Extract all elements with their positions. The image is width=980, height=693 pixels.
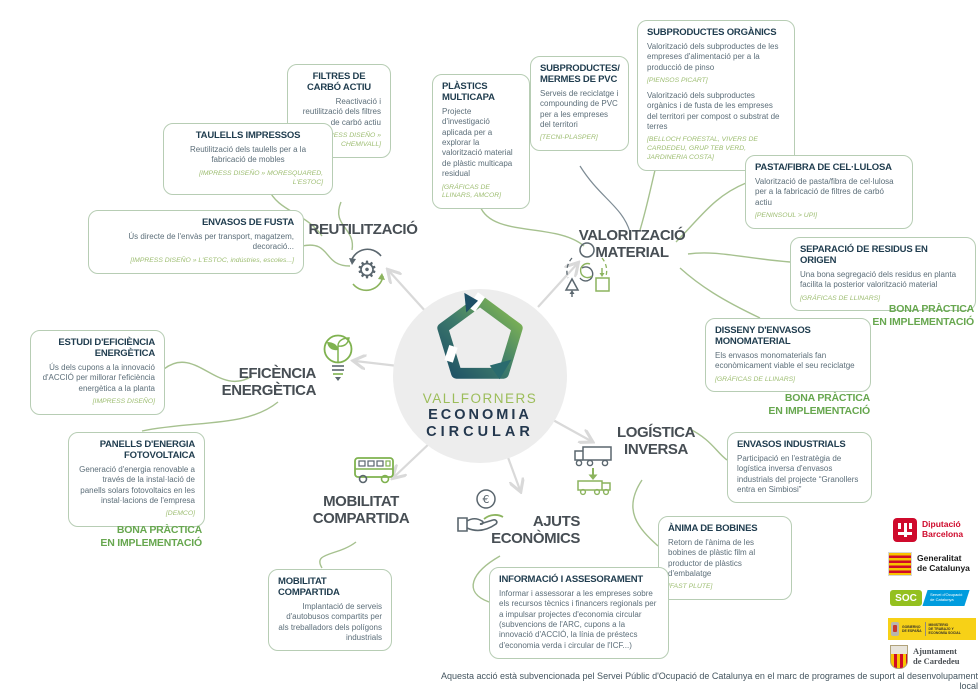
- diputacio-barcelona-logo: Diputació Barcelona: [893, 518, 963, 542]
- gobierno-espana-logo: GOBIERNO DE ESPAÑA MINISTERIO DE TRABAJO…: [888, 618, 976, 640]
- spain-coat-of-arms-icon: [891, 622, 899, 636]
- bus-icon: [352, 452, 396, 495]
- branch-reutilitzacio: REUTILITZACIÓ: [308, 221, 418, 238]
- branch-eficiencia: EFICÈNCIA ENERGÈTICA: [221, 365, 317, 399]
- branch-valoritzacio: VALORITZACIÓ MATERIAL: [578, 227, 686, 261]
- pentagon-arrows-logo: [437, 292, 523, 380]
- hand-euro-coin-icon: €: [450, 488, 510, 545]
- slate-connector: [579, 165, 631, 233]
- info-box-taulells: TAULELLS IMPRESSOS Reutilització dels ta…: [163, 123, 333, 196]
- soc-band: Servei d'Ocupació de Catalunya: [922, 590, 970, 606]
- trucks-return-icon: [568, 443, 622, 502]
- funding-footer-text: Aquesta acció està subvencionada pel Ser…: [440, 671, 978, 691]
- branch-logistica: LOGÍSTICA INVERSA: [616, 424, 696, 458]
- info-box-envasos-industrials: ENVASOS INDUSTRIALS Participació en l'es…: [727, 432, 872, 504]
- info-box-envasos-fusta: ENVASOS DE FUSTA Ús directe de l'envàs p…: [88, 210, 304, 274]
- info-box-panells-fotovoltaica: PANELLS D'ENERGIA FOTOVOLTAICA Generació…: [68, 432, 205, 528]
- diputacio-mark-icon: [893, 518, 917, 542]
- cardedeu-shield-icon: [890, 645, 908, 669]
- badge-bona-practica-disseny: BONA PRÀCTICA EN IMPLEMENTACIÓ: [768, 392, 870, 417]
- soc-logo: SOC Servei d'Ocupació de Catalunya: [890, 590, 970, 606]
- badge-bona-practica-panells: BONA PRÀCTICA EN IMPLEMENTACIÓ: [100, 524, 202, 549]
- info-box-plastics-multicapa: PLÀSTICS MULTICAPA Projecte d'investigac…: [432, 74, 530, 210]
- ajuntament-cardedeu-logo: Ajuntament de Cardedeu: [890, 645, 960, 669]
- svg-text:⚙: ⚙: [356, 256, 378, 284]
- info-box-pasta-cellulosa: PASTA/FIBRA DE CEL·LULOSA Valorització d…: [745, 155, 913, 229]
- info-box-subproductes-organics: SUBPRODUCTES ORGÀNICS Valorització dels …: [637, 20, 795, 171]
- generalitat-catalunya-logo: Generalitat de Catalunya: [888, 552, 970, 576]
- brand-name: VALLFORNERS: [422, 391, 538, 406]
- svg-text:€: €: [483, 493, 490, 506]
- soc-mark-icon: SOC: [890, 590, 922, 606]
- divider: [924, 622, 926, 636]
- senyera-icon: [888, 552, 912, 576]
- info-box-anima-bobines: ÀNIMA DE BOBINES Retorn de l'ànima de le…: [658, 516, 792, 601]
- brand-word-circular: CIRCULAR: [426, 424, 534, 440]
- central-hub: VALLFORNERS ECONOMIA CIRCULAR: [393, 289, 567, 463]
- branch-mobilitat: MOBILITAT COMPARTIDA: [312, 493, 410, 527]
- badge-bona-practica-separacio: BONA PRÀCTICA EN IMPLEMENTACIÓ: [872, 303, 974, 328]
- shapes-cycle-icon: [560, 240, 614, 303]
- info-box-mobilitat-compartida: MOBILITAT COMPARTIDA Implantació de serv…: [268, 569, 392, 652]
- info-box-estudi-eficiencia: ESTUDI D'EFICIÈNCIA ENERGÈTICA Ús dels c…: [30, 330, 165, 415]
- info-box-separacio-residus: SEPARACIÓ DE RESIDUS EN ORIGEN Una bona …: [790, 237, 976, 312]
- info-box-mermes-pvc: SUBPRODUCTES/ MERMES DE PVC Serveis de r…: [530, 56, 629, 152]
- bulb-leaf-icon: [318, 332, 358, 389]
- info-box-informacio-assessorament: INFORMACIÓ I ASSESORAMENT Informar i ass…: [489, 567, 669, 660]
- brand-word-economia: ECONOMIA: [428, 407, 532, 423]
- info-box-disseny-envasos: DISSENY D'ENVASOS MONOMATERIAL Els envas…: [705, 318, 871, 393]
- gear-cycle-icon: ⚙: [343, 246, 391, 299]
- branch-ajuts: AJUTS ECONÒMICS: [491, 513, 580, 547]
